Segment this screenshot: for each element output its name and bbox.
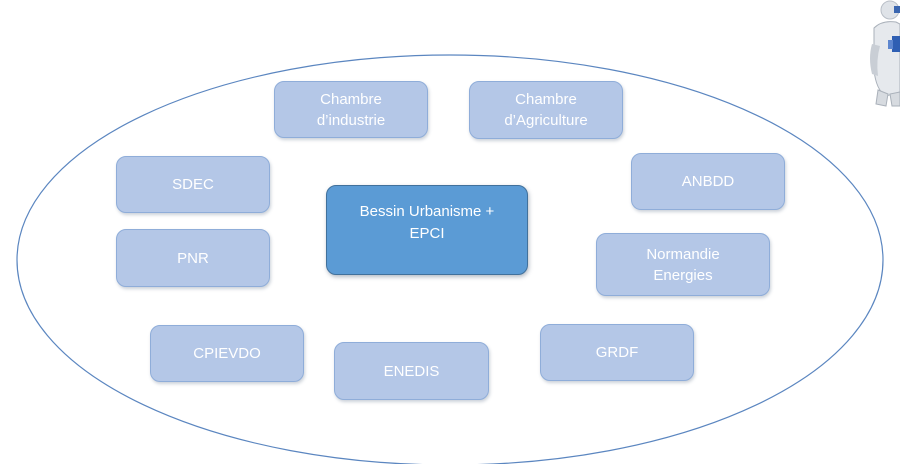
node-chambre-industrie: Chambre d’industrie: [274, 81, 428, 138]
node-enedis: ENEDIS: [334, 342, 489, 400]
node-grdf: GRDF: [540, 324, 694, 381]
node-center-bessin-urbanisme: Bessin Urbanisme + EPCI: [326, 185, 528, 275]
node-cpievdo: CPIEVDO: [150, 325, 304, 382]
node-pnr: PNR: [116, 229, 270, 287]
node-sdec: SDEC: [116, 156, 270, 213]
node-normandie-energies: Normandie Energies: [596, 233, 770, 296]
node-chambre-agriculture: Chambre d’Agriculture: [469, 81, 623, 139]
node-anbdd: ANBDD: [631, 153, 785, 210]
robot-figure-icon: [866, 0, 900, 108]
